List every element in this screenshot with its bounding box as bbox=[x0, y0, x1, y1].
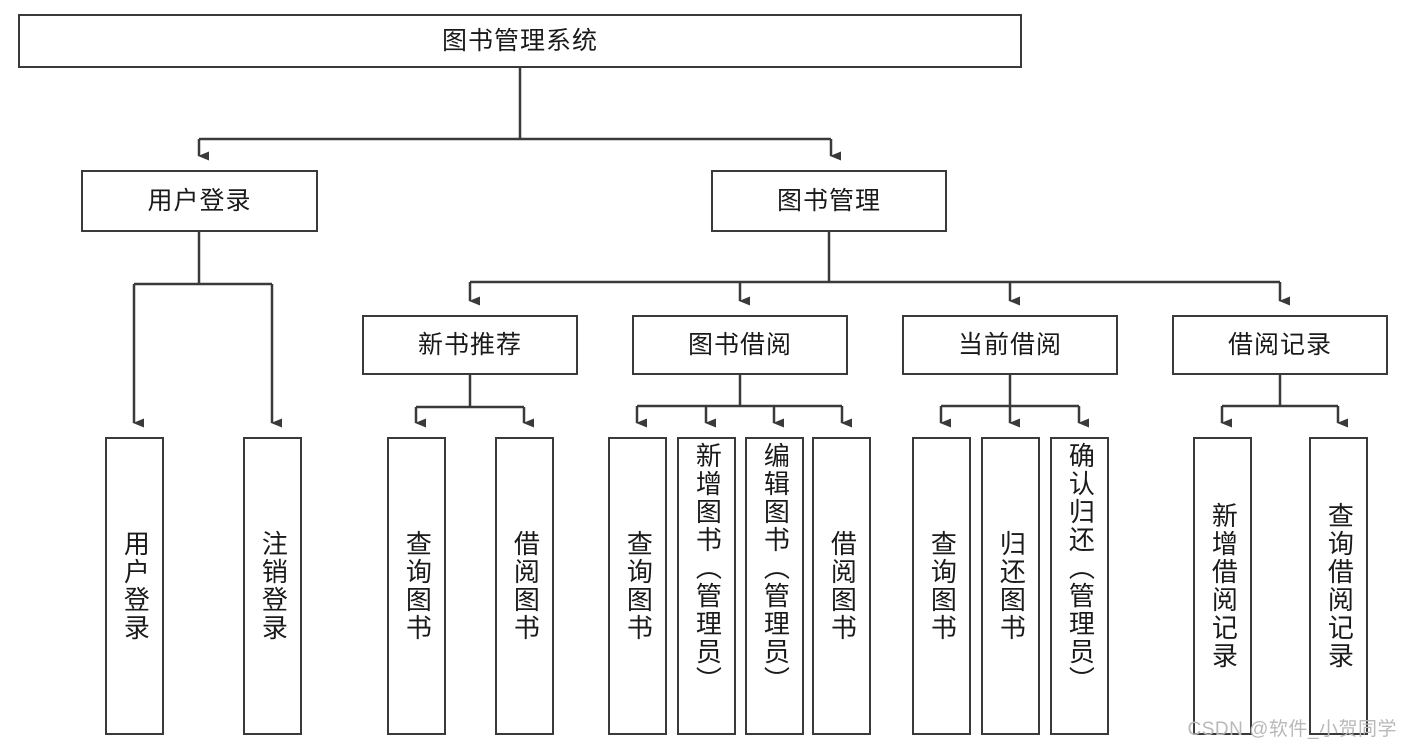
node-label: 借阅记录 bbox=[1227, 331, 1332, 359]
leaf-label: 查询图书 bbox=[623, 530, 654, 642]
leaf-label: 借阅图书 bbox=[827, 530, 858, 642]
node-root-library-management-system[interactable]: 图书管理系统 bbox=[18, 14, 1022, 68]
csdn-watermark: CSDN @软件_小贺同学 bbox=[1187, 719, 1397, 740]
leaf-label: 查询图书 bbox=[402, 530, 433, 642]
leaf-add-borrow-record[interactable]: 新增借阅记录 bbox=[1193, 437, 1252, 735]
leaf-query-borrow-record[interactable]: 查询借阅记录 bbox=[1309, 437, 1368, 735]
leaf-confirm-return-admin[interactable]: 确认归还（管理员） bbox=[1050, 437, 1109, 735]
node-label: 图书管理系统 bbox=[441, 27, 598, 55]
node-label: 用户登录 bbox=[147, 187, 252, 215]
leaf-add-book-admin[interactable]: 新增图书（管理员） bbox=[677, 437, 736, 735]
leaf-label: 借阅图书 bbox=[510, 530, 541, 642]
leaf-borrow-books[interactable]: 借阅图书 bbox=[812, 437, 871, 735]
leaf-edit-book-admin[interactable]: 编辑图书（管理员） bbox=[745, 437, 804, 735]
node-label: 图书管理 bbox=[776, 187, 881, 215]
leaf-query-books-current[interactable]: 查询图书 bbox=[912, 437, 971, 735]
node-user-login[interactable]: 用户登录 bbox=[81, 170, 318, 232]
node-current-borrowing[interactable]: 当前借阅 bbox=[902, 315, 1118, 375]
node-label: 新书推荐 bbox=[417, 331, 522, 359]
leaf-return-books[interactable]: 归还图书 bbox=[981, 437, 1040, 735]
leaf-label: 查询借阅记录 bbox=[1324, 502, 1355, 670]
node-book-management[interactable]: 图书管理 bbox=[711, 170, 947, 232]
node-borrowing-records[interactable]: 借阅记录 bbox=[1172, 315, 1388, 375]
node-book-borrowing[interactable]: 图书借阅 bbox=[632, 315, 848, 375]
node-label: 当前借阅 bbox=[957, 331, 1062, 359]
leaf-label: 注销登录 bbox=[258, 530, 289, 642]
leaf-label: 确认归还（管理员） bbox=[1065, 442, 1096, 694]
leaf-label: 查询图书 bbox=[927, 530, 958, 642]
leaf-query-books-recommend[interactable]: 查询图书 bbox=[387, 437, 446, 735]
leaf-label: 用户登录 bbox=[120, 530, 151, 642]
leaf-label: 新增借阅记录 bbox=[1208, 502, 1239, 670]
leaf-label: 编辑图书（管理员） bbox=[760, 442, 791, 694]
leaf-query-books-borrow[interactable]: 查询图书 bbox=[608, 437, 667, 735]
leaf-label: 新增图书（管理员） bbox=[692, 442, 723, 694]
leaf-label: 归还图书 bbox=[996, 530, 1027, 642]
leaf-user-login[interactable]: 用户登录 bbox=[105, 437, 164, 735]
node-new-book-recommendation[interactable]: 新书推荐 bbox=[362, 315, 578, 375]
leaf-logout[interactable]: 注销登录 bbox=[243, 437, 302, 735]
node-label: 图书借阅 bbox=[687, 331, 792, 359]
leaf-borrow-books-recommend[interactable]: 借阅图书 bbox=[495, 437, 554, 735]
